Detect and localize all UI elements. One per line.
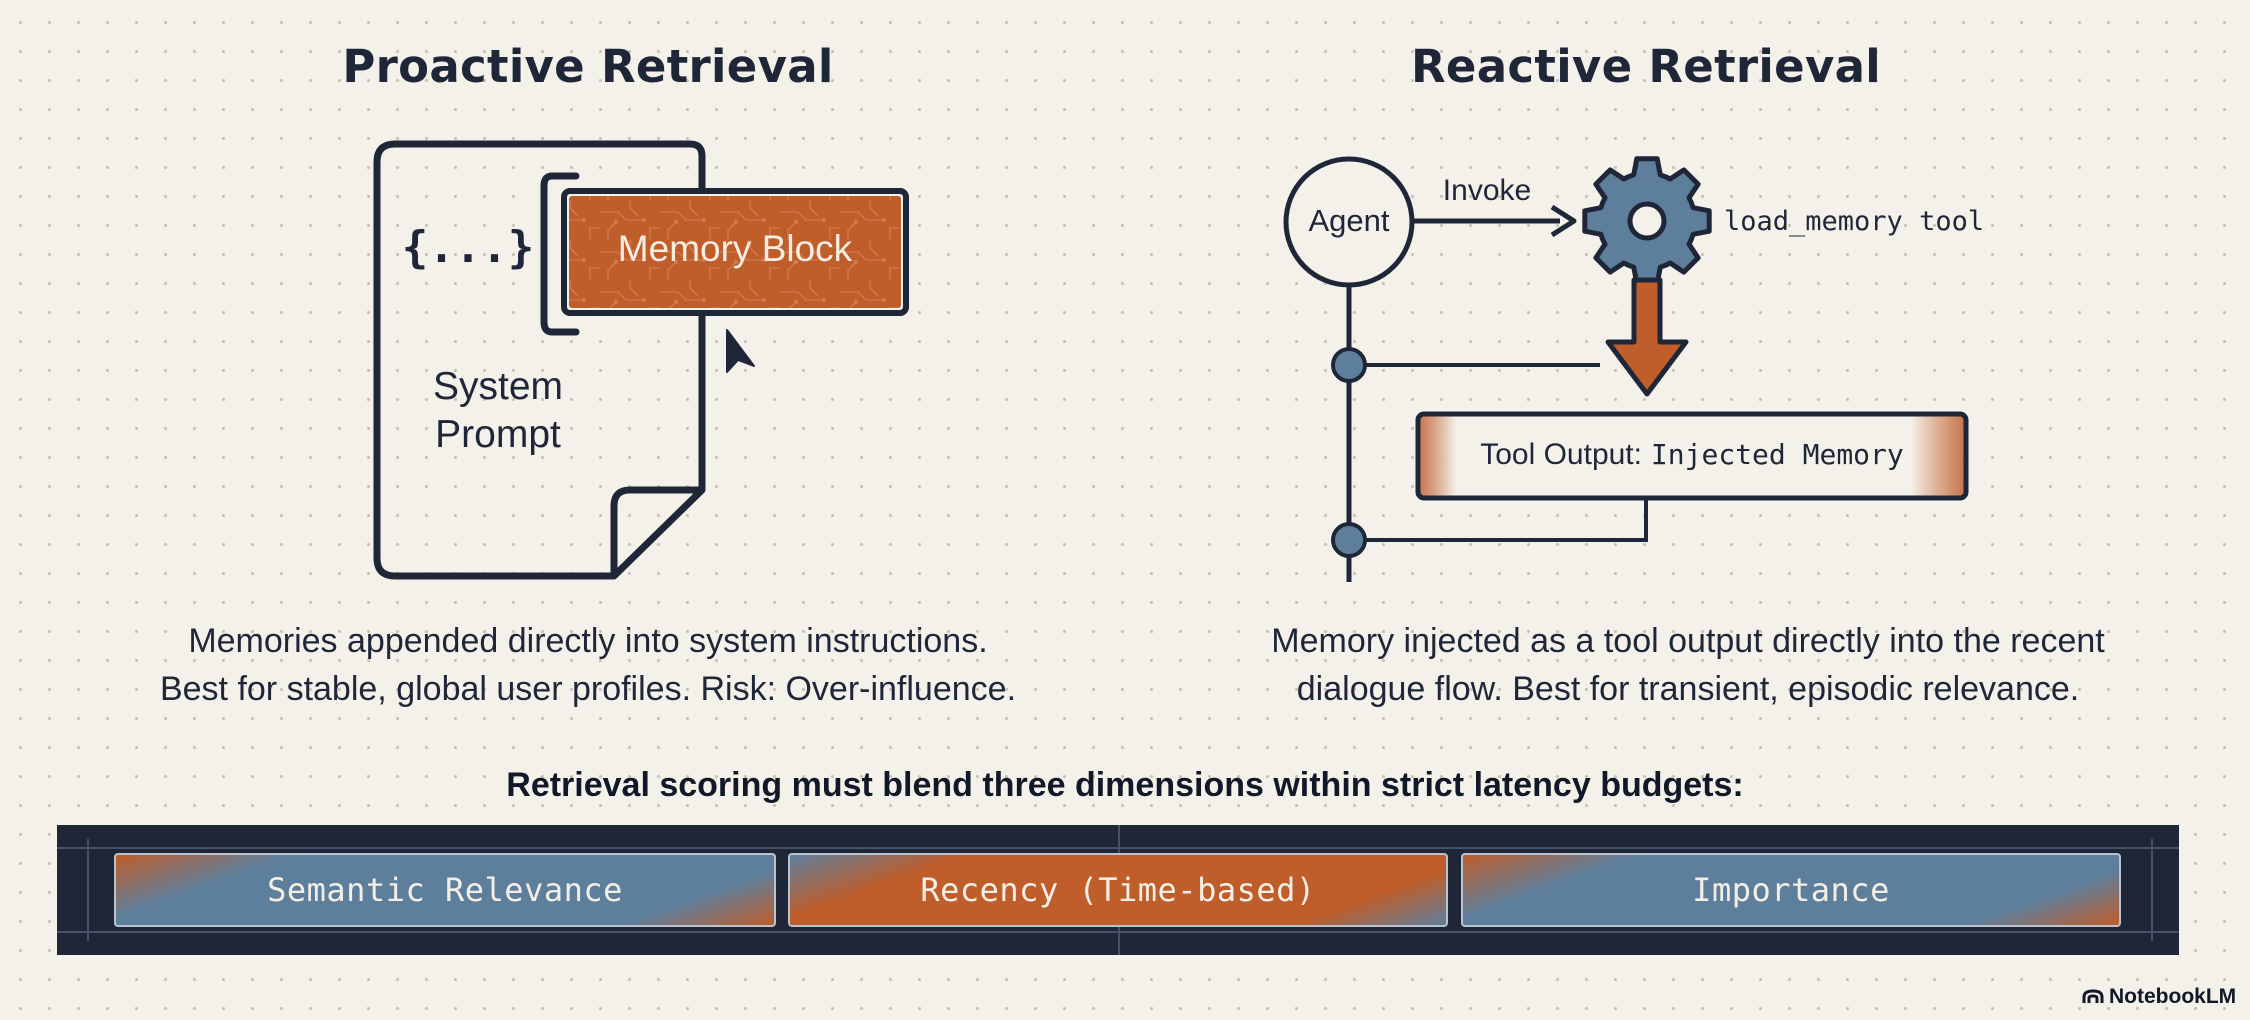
agent-node: [1283, 156, 1415, 288]
dimension-label-3: Importance: [1692, 871, 1890, 909]
tool-output-value: Injected Memory: [1650, 438, 1904, 471]
system-prompt-label: System Prompt: [418, 363, 578, 459]
system-prompt-line1: System: [432, 365, 564, 408]
system-prompt-line2: Prompt: [435, 413, 561, 456]
braces-label: {...}: [401, 222, 535, 273]
reactive-caption-line1: Memory injected as a tool output directl…: [1271, 622, 2105, 660]
agent-label: Agent: [1308, 203, 1390, 238]
dimension-block-2: [788, 853, 1448, 927]
timeline-dot-1: [1331, 347, 1367, 383]
proactive-caption: Memories appended directly into system i…: [88, 617, 1088, 713]
down-arrow: [1605, 277, 1689, 397]
gear-icon: [1582, 156, 1712, 286]
proactive-caption-line2: Best for stable, global user profiles. R…: [159, 670, 1017, 708]
memory-block-label: Memory Block: [617, 228, 853, 269]
load-memory-tool-label: load_memory tool: [1724, 206, 1985, 237]
notebooklm-logo-icon: [2082, 983, 2104, 1003]
cursor-icon: [726, 329, 755, 373]
invoke-arrow: [1414, 204, 1577, 238]
proactive-caption-line1: Memories appended directly into system i…: [188, 622, 988, 660]
brand-name: NotebookLM: [2109, 985, 2237, 1008]
tool-output-prefix: Tool Output:: [1480, 438, 1642, 471]
bracket-icon: [540, 172, 580, 336]
memory-block: [561, 188, 909, 316]
dimension-block-1: [114, 853, 776, 927]
timeline-dot-2: [1331, 522, 1367, 558]
reactive-title: Reactive Retrieval: [1410, 40, 1881, 93]
dimension-label-1: Semantic Relevance: [267, 871, 623, 909]
brand: NotebookLM: [2082, 982, 2236, 1012]
reactive-flow-diagram: [1283, 156, 1969, 582]
tool-output-box: [1415, 411, 1969, 501]
reactive-caption: Memory injected as a tool output directl…: [1188, 617, 2188, 713]
dimension-block-3: [1461, 853, 2121, 927]
proactive-title: Proactive Retrieval: [342, 40, 834, 93]
dimension-label-2: Recency (Time-based): [920, 871, 1316, 909]
tool-output-label: Tool Output: Injected Memory: [1418, 438, 1966, 472]
reactive-caption-line2: dialogue flow. Best for transient, episo…: [1296, 670, 2080, 708]
scoring-subtitle: Retrieval scoring must blend three dimen…: [506, 766, 1744, 804]
document-icon: [373, 140, 706, 580]
invoke-label: Invoke: [1442, 174, 1532, 207]
system-prompt-diagram: [373, 140, 909, 580]
